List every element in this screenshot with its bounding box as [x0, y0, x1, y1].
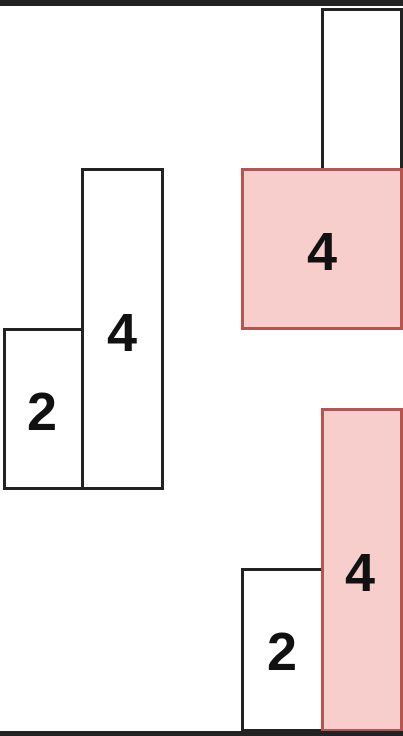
bottom-right-bar-4-label: 4	[344, 543, 376, 603]
top-right-highlighted-box	[241, 168, 403, 330]
bottom-right-bar-2-label: 2	[266, 622, 298, 682]
bottom-right-bar-4-highlighted	[321, 408, 403, 732]
left-bar-4	[81, 168, 164, 490]
left-bar-4-label: 4	[106, 303, 138, 363]
left-bar-2	[3, 328, 84, 490]
top-border	[0, 0, 403, 6]
top-right-white-bar	[321, 8, 403, 174]
bottom-border	[0, 731, 403, 736]
left-bar-2-label: 2	[26, 382, 58, 442]
top-right-highlighted-label: 4	[306, 222, 338, 282]
